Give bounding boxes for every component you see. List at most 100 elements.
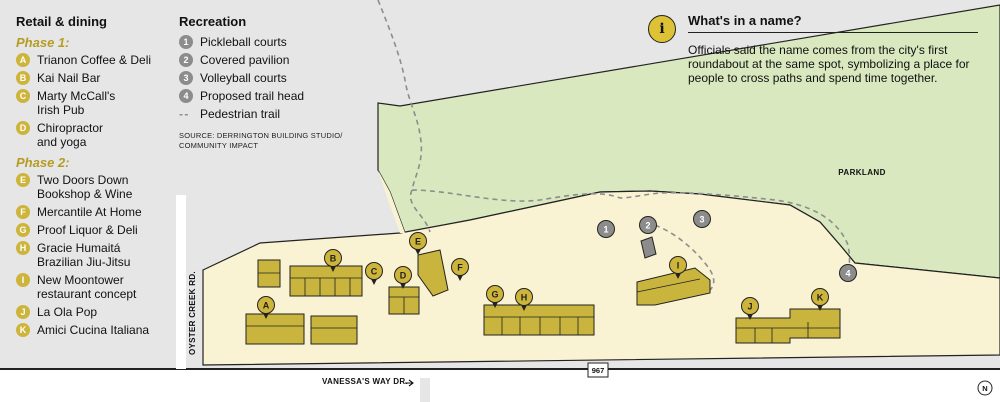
legend-item: E Two Doors Down Bookshop & Wine (16, 173, 176, 201)
pavilion-structure (640, 236, 657, 259)
legend-item: 2 Covered pavilion (179, 53, 354, 67)
map-marker-label: A (263, 301, 270, 311)
legend-item: C Marty McCall's Irish Pub (16, 89, 176, 117)
recreation-marker-label: 4 (845, 269, 850, 279)
recreation-marker-label: 3 (699, 215, 704, 225)
parkland-label: PARKLAND (838, 168, 886, 177)
oyster-creek-road-label: OYSTER CREEK RD. (188, 271, 197, 355)
legend-label: Proof Liquor & Deli (37, 223, 138, 237)
legend-label: Trianon Coffee & Deli (37, 53, 152, 67)
building-dividers (246, 272, 840, 343)
map-marker-label: E (415, 237, 421, 247)
recreation-marker-label: 2 (645, 221, 650, 231)
highway-shield-icon (587, 362, 609, 378)
map-marker-label: B (330, 254, 337, 264)
map-marker-label: G (491, 290, 498, 300)
legend-badge: C (16, 89, 30, 103)
map-marker-label: I (677, 261, 680, 271)
legend-badge: F (16, 205, 30, 219)
recreation-title: Recreation (179, 14, 247, 29)
highway-shield-label: 967 (592, 366, 605, 375)
legend-label: Chiropractor and yoga (37, 121, 104, 149)
source-credit: SOURCE: DERRINGTON BUILDING STUDIO/ COMM… (179, 131, 343, 150)
legend-badge: D (16, 121, 30, 135)
legend-item: 4 Proposed trail head (179, 89, 354, 103)
building-block (289, 265, 363, 297)
legend-item: J La Ola Pop (16, 305, 176, 319)
development-wedge (378, 170, 405, 233)
recreation-marker: 1 (597, 220, 615, 238)
road-divider (420, 378, 430, 402)
building-block (257, 259, 281, 288)
legend-badge: A (16, 53, 30, 67)
legend-label: La Ola Pop (37, 305, 98, 319)
map-marker: J (741, 297, 759, 320)
legend-badge: 4 (179, 89, 193, 103)
retail-title: Retail & dining (16, 14, 107, 29)
legend-badge: 3 (179, 71, 193, 85)
map-marker: C (365, 262, 383, 285)
map-marker-label: H (521, 293, 528, 303)
trail-symbol: - - (179, 107, 188, 121)
trail-legend-row: - - Pedestrian trail (179, 107, 354, 121)
map-marker: D (394, 266, 412, 289)
map-marker: A (257, 296, 275, 319)
retail-legend: Retail & dining Phase 1: A Trianon Coffee… (16, 14, 176, 341)
road-vanessas-way (0, 369, 1000, 402)
map-marker: F (451, 258, 469, 281)
legend-badge: J (16, 305, 30, 319)
map-marker: I (669, 256, 687, 279)
legend-item: F Mercantile At Home (16, 205, 176, 219)
phase1-label: Phase 1: (16, 35, 70, 50)
info-divider (688, 32, 978, 33)
building-block (735, 308, 841, 344)
map-marker: K (811, 288, 829, 311)
info-title: What's in a name? (688, 13, 802, 28)
legend-badge: K (16, 323, 30, 337)
legend-badge: I (16, 273, 30, 287)
legend-item: A Trianon Coffee & Deli (16, 53, 176, 67)
info-box: i What's in a name? Officials said the n… (648, 13, 978, 85)
legend-label: Kai Nail Bar (37, 71, 101, 85)
info-icon: i (648, 15, 676, 43)
buildings (245, 249, 841, 345)
legend-label: Covered pavilion (200, 53, 290, 67)
vanessas-way-road-label: VANESSA'S WAY DR. (322, 377, 408, 386)
legend-label: Two Doors Down Bookshop & Wine (37, 173, 133, 201)
legend-item: K Amici Cucina Italiana (16, 323, 176, 337)
legend-item: B Kai Nail Bar (16, 71, 176, 85)
map-markers: A B C D E F G H I J K 1 2 3 4 (257, 210, 857, 320)
recreation-marker: 2 (639, 216, 657, 234)
map-marker-label: C (371, 267, 378, 277)
legend-label: Mercantile At Home (37, 205, 142, 219)
map-marker: H (515, 288, 533, 311)
legend-badge: B (16, 71, 30, 85)
arrow-right-icon (405, 379, 414, 387)
legend-label: Marty McCall's Irish Pub (37, 89, 116, 117)
legend-badge: 2 (179, 53, 193, 67)
legend-badge: E (16, 173, 30, 187)
recreation-marker-label: 1 (603, 225, 608, 235)
map-marker-label: J (747, 302, 752, 312)
building-block (310, 315, 358, 345)
north-arrow-icon (977, 380, 993, 396)
building-block (636, 267, 711, 306)
legend-label: New Moontower restaurant concept (37, 273, 137, 301)
road-oyster-creek (176, 195, 186, 369)
recreation-marker: 4 (839, 264, 857, 282)
north-arrow-label: N (982, 384, 987, 393)
map-marker-label: D (400, 271, 407, 281)
map-marker: E (409, 232, 427, 255)
legend-label: Proposed trail head (200, 89, 305, 103)
legend-label: Amici Cucina Italiana (37, 323, 150, 337)
legend-badge: H (16, 241, 30, 255)
building-block (483, 304, 595, 336)
legend-badge: G (16, 223, 30, 237)
